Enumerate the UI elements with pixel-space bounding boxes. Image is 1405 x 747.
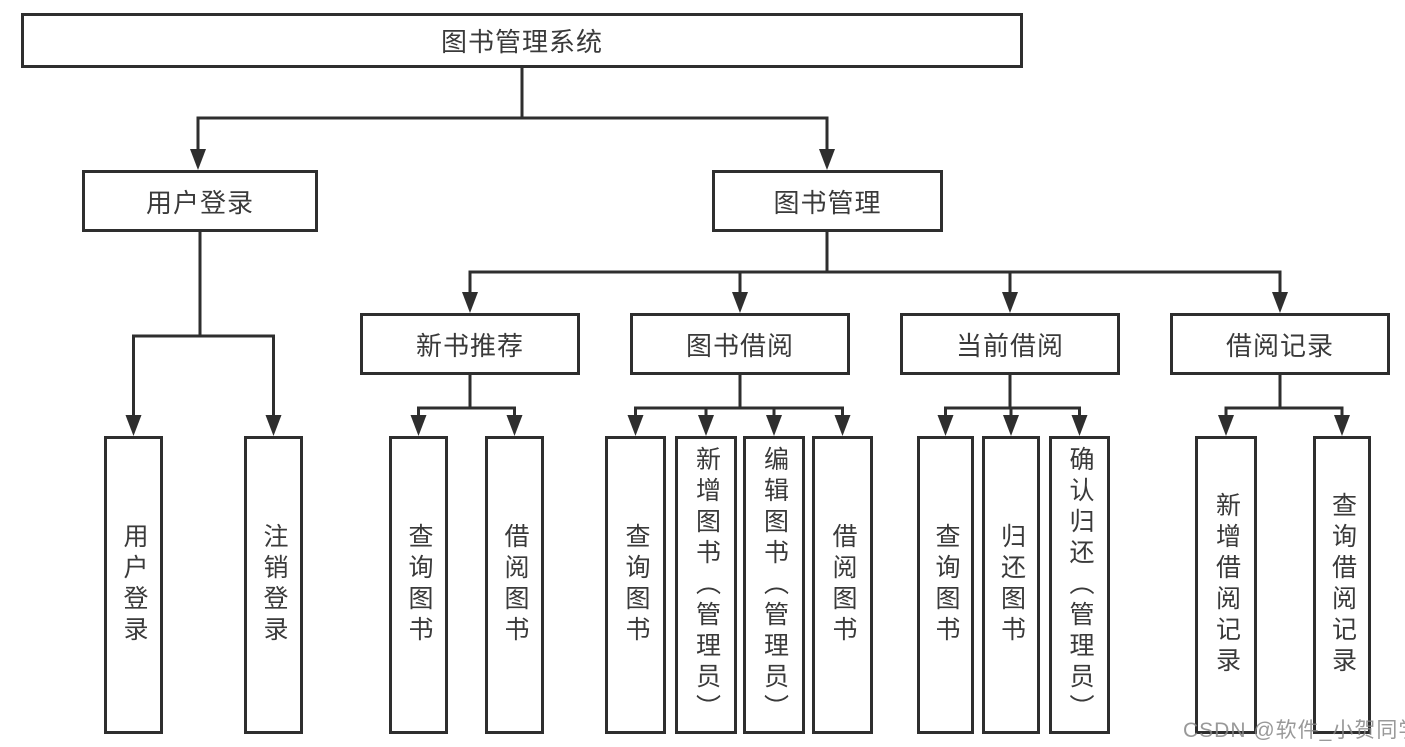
leaf-return-book: 归还图书 [982,436,1040,734]
node-book-borrow: 图书借阅 [630,313,850,375]
csdn-watermark: CSDN @软件_小贺同学 [1183,719,1405,742]
leaf-edit-book-admin: 编辑图书（管理员） [743,436,805,734]
node-borrow-record: 借阅记录 [1170,313,1390,375]
leaf-query-borrow-record: 查询借阅记录 [1313,436,1371,734]
leaf-logout: 注销登录 [244,436,303,734]
leaf-borrow-book-recommend: 借阅图书 [485,436,544,734]
leaf-query-book-current: 查询图书 [917,436,974,734]
leaf-confirm-return-admin: 确认归还（管理员） [1049,436,1110,734]
node-current-borrow: 当前借阅 [900,313,1120,375]
node-book-management: 图书管理 [712,170,943,232]
leaf-borrow-book: 借阅图书 [812,436,873,734]
leaf-query-book-borrow: 查询图书 [605,436,666,734]
node-new-book-recommend: 新书推荐 [360,313,580,375]
leaf-add-book-admin: 新增图书（管理员） [675,436,737,734]
node-user-login: 用户登录 [82,170,318,232]
node-root-system: 图书管理系统 [21,13,1023,68]
leaf-query-book-recommend: 查询图书 [389,436,448,734]
leaf-user-login: 用户登录 [104,436,163,734]
leaf-add-borrow-record: 新增借阅记录 [1195,436,1257,734]
